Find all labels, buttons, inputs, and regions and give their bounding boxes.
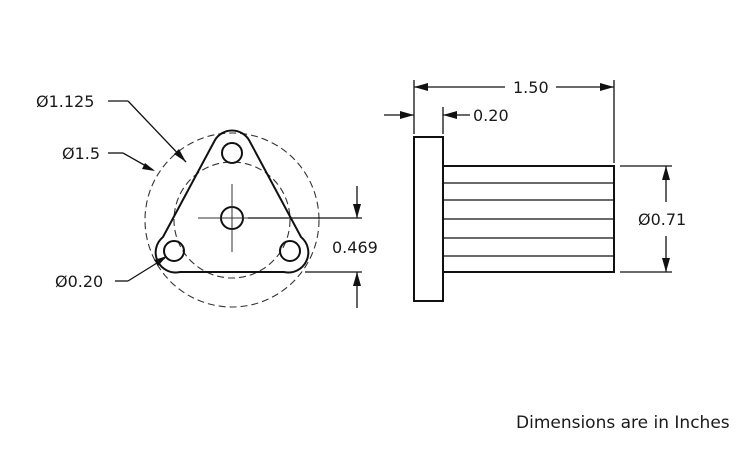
body-dia-label: Ø0.71: [638, 210, 686, 229]
mounting-hole-left: [163, 240, 185, 262]
inner-dashed-circle: [173, 161, 291, 279]
dia-outer-label: Ø1.125: [36, 92, 94, 111]
dia-hole-label: Ø0.20: [55, 272, 103, 291]
flange-thickness-label: 0.20: [473, 106, 509, 125]
dia-large-label: Ø1.5: [62, 144, 100, 163]
side-flange: [413, 136, 444, 302]
outer-dashed-circle: [144, 132, 320, 308]
triangular-flange: [154, 129, 310, 274]
mounting-hole-top: [221, 142, 243, 164]
length-label: 1.50: [513, 78, 549, 97]
front-view: Ø1.125 Ø1.5 Ø0.20 0.469: [36, 92, 378, 308]
offset-label: 0.469: [332, 238, 378, 257]
units-note: Dimensions are in Inches: [516, 413, 730, 433]
mounting-hole-right: [279, 240, 301, 262]
side-view: 1.50 0.20 Ø0.71: [384, 78, 686, 302]
